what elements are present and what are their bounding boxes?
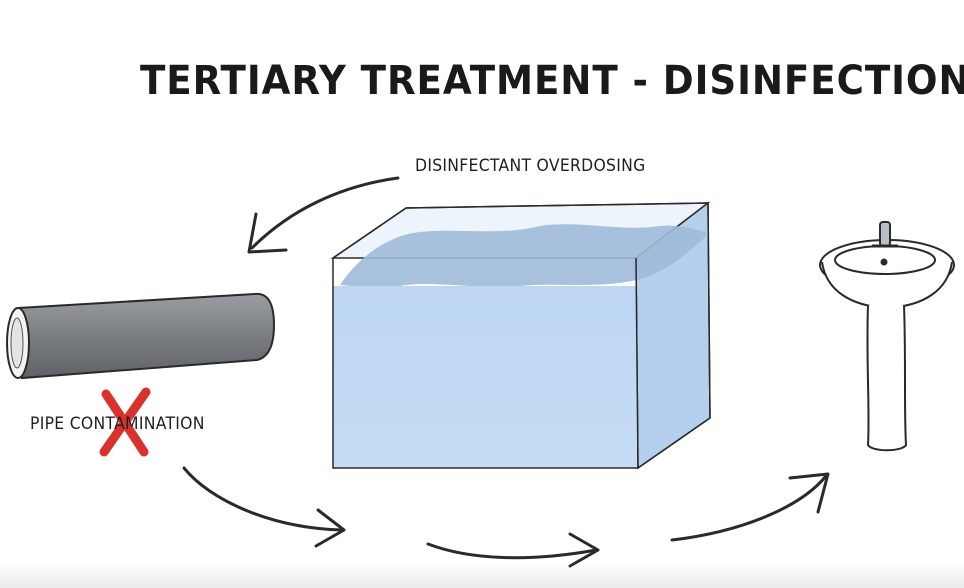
- curved-arrow-icon: [247, 176, 400, 254]
- red-x-icon: [99, 387, 151, 457]
- disinfectant-overdosing-label: DISINFECTANT OVERDOSING: [415, 156, 646, 176]
- pipe-icon: [6, 292, 276, 380]
- page-title: TERTIARY TREATMENT - DISINFECTION: [140, 58, 964, 104]
- sink-icon: [819, 221, 955, 452]
- pipe-contamination-label: PIPE CONTAMINATION: [30, 414, 205, 434]
- bottom-shade: [0, 562, 964, 588]
- water-tank-icon: [330, 201, 711, 470]
- curved-arrow-icon: [182, 466, 830, 568]
